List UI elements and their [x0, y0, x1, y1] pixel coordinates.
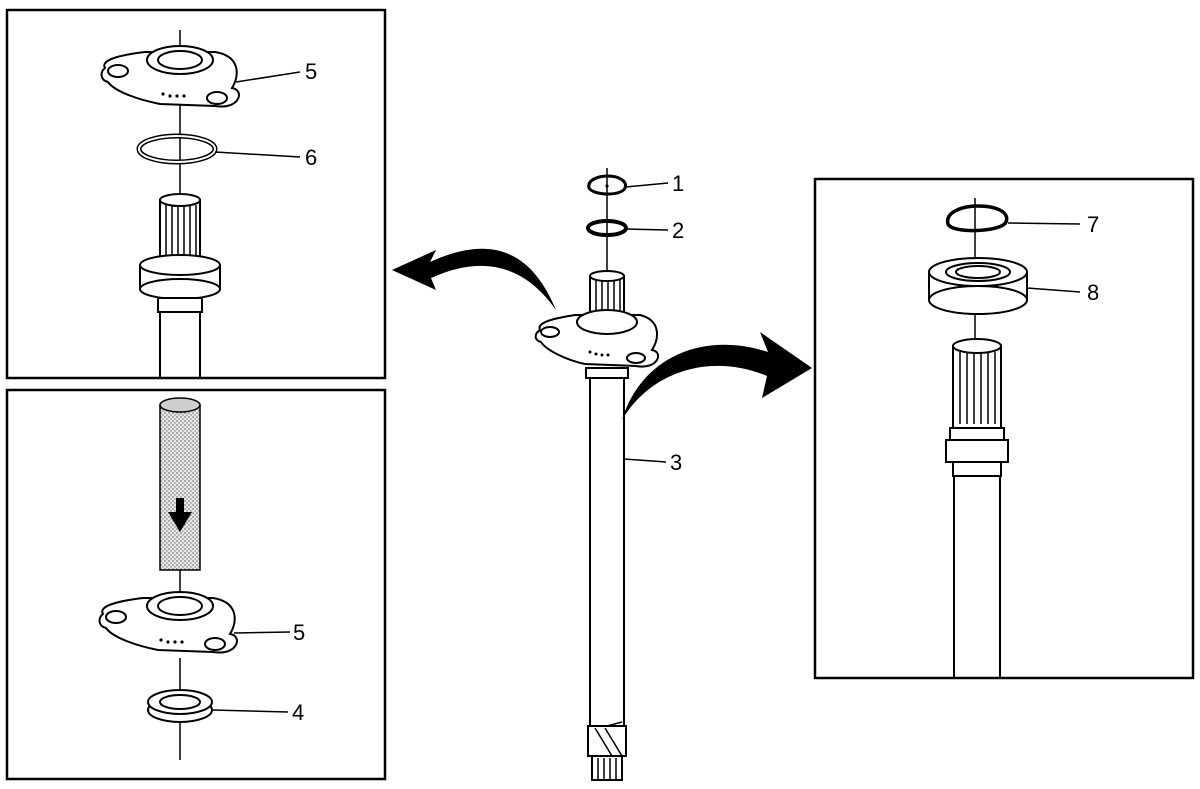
detail-panel-top-left: 5 6: [5, 8, 387, 380]
detail-panel-right: 7 8: [813, 177, 1195, 680]
snap-ring-right: [946, 204, 1009, 233]
retaining-ring: [586, 219, 628, 237]
callout-5-bottom: 5: [293, 620, 305, 645]
o-ring: [136, 133, 218, 165]
bearing-housing-bottom: [98, 591, 238, 654]
detail-panel-bottom-left: 5 4: [5, 388, 387, 781]
splined-shaft-with-bearing: [139, 193, 221, 378]
output-shaft: [585, 367, 629, 781]
callout-5-top: 5: [305, 59, 317, 84]
ball-bearing: [928, 257, 1028, 315]
snap-ring: [587, 174, 628, 196]
arrow-to-top-left-panel: [392, 248, 556, 310]
arrow-to-right-panel: [622, 332, 812, 420]
center-shaft-assembly: 1 2: [534, 168, 684, 781]
callout-2: 2: [672, 218, 684, 243]
callout-1: 1: [672, 171, 684, 196]
callout-4: 4: [292, 700, 304, 725]
bearing-housing-top: [100, 45, 240, 108]
callout-8: 8: [1087, 280, 1099, 305]
callout-3: 3: [670, 450, 682, 475]
callout-6: 6: [305, 145, 317, 170]
callout-7: 7: [1087, 212, 1099, 237]
splined-shaft-end: [945, 338, 1009, 678]
seal: [147, 689, 213, 723]
installer-tool: [159, 397, 201, 571]
bearing-housing-installed: [534, 309, 660, 368]
